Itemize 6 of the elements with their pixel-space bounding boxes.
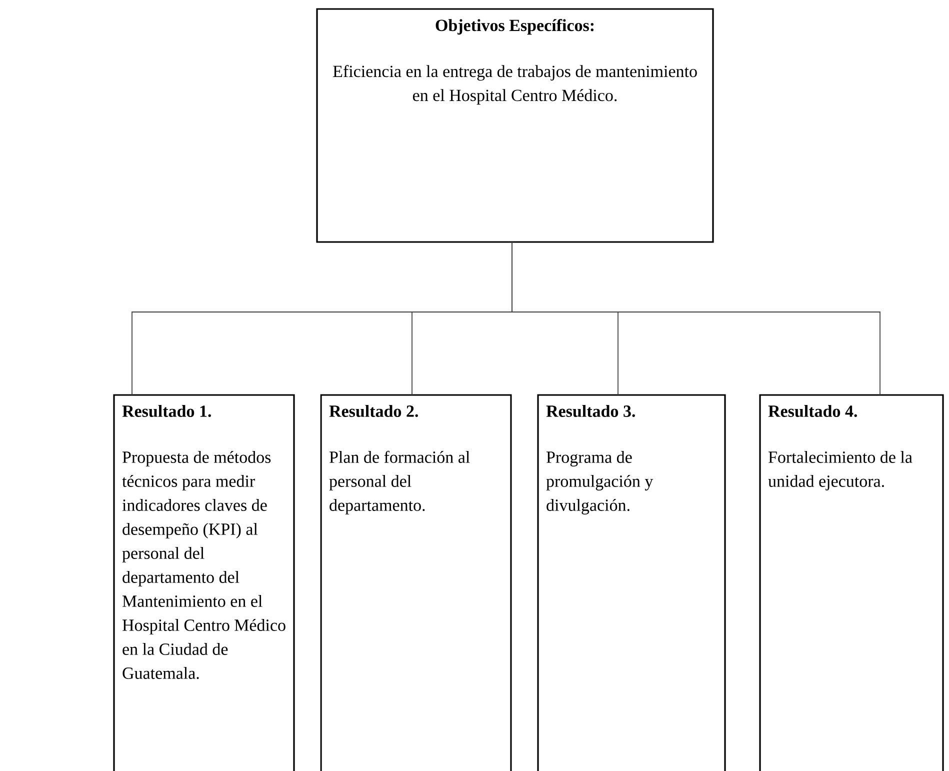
result-box: Resultado 2. Plan de formación al personal del departamento. <box>320 394 512 771</box>
result-box: Resultado 1. Propuesta de métodos técnicos para medir indicadores claves de desempeño (KPI) al personal del departamento del Mantenimiento en el Hospital Centro Médico en la Ciudad de Guatemala. <box>113 394 295 771</box>
connector <box>512 242 880 396</box>
result-box: Resultado 4. Fortalecimiento de la unidad ejecutora. <box>759 394 944 771</box>
result-box: Resultado 3. Programa de promulgación y divulgación. <box>537 394 726 771</box>
objective-box: Objetivos Específicos: Eficiencia en la entrega de trabajos de mantenimiento en el Hospital Centro Médico. <box>316 8 714 243</box>
